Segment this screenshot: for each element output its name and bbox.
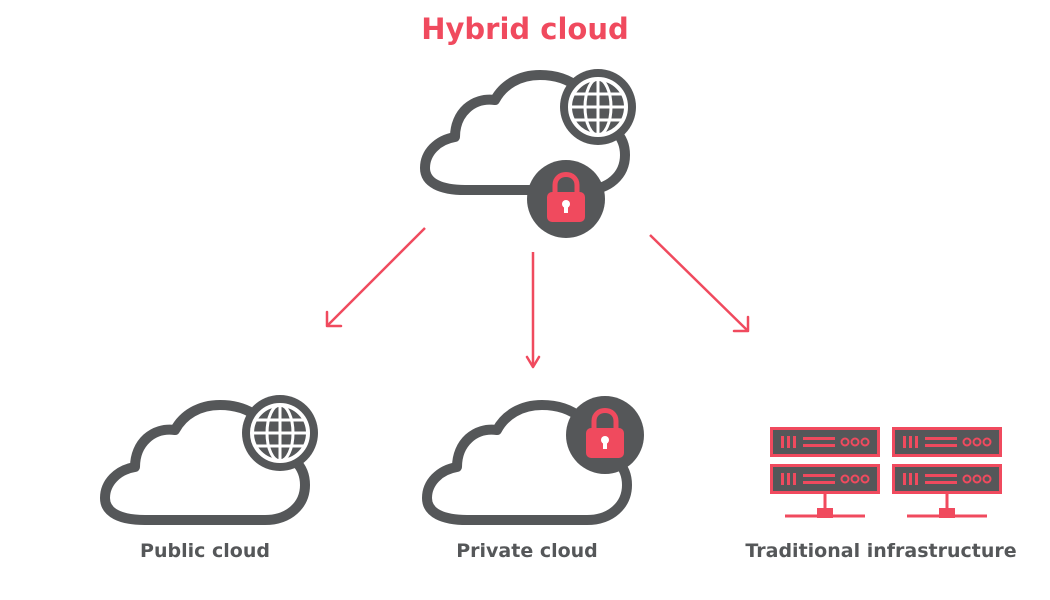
private-cloud-label: Private cloud xyxy=(456,540,598,562)
traditional-infrastructure-label: Traditional infrastructure xyxy=(745,540,1017,562)
arrow-to-traditional-infrastructure xyxy=(649,234,750,333)
lock-icon xyxy=(566,396,644,474)
arrow-to-private-cloud xyxy=(525,252,541,369)
server-rack-icon xyxy=(892,427,1002,518)
diagram-title: Hybrid cloud xyxy=(421,12,629,46)
arrow-to-public-cloud xyxy=(325,227,426,328)
server-rack-icon xyxy=(770,427,880,518)
globe-icon xyxy=(560,69,636,145)
lock-icon xyxy=(527,160,605,238)
public-cloud-label: Public cloud xyxy=(140,540,270,562)
globe-icon xyxy=(242,395,318,471)
